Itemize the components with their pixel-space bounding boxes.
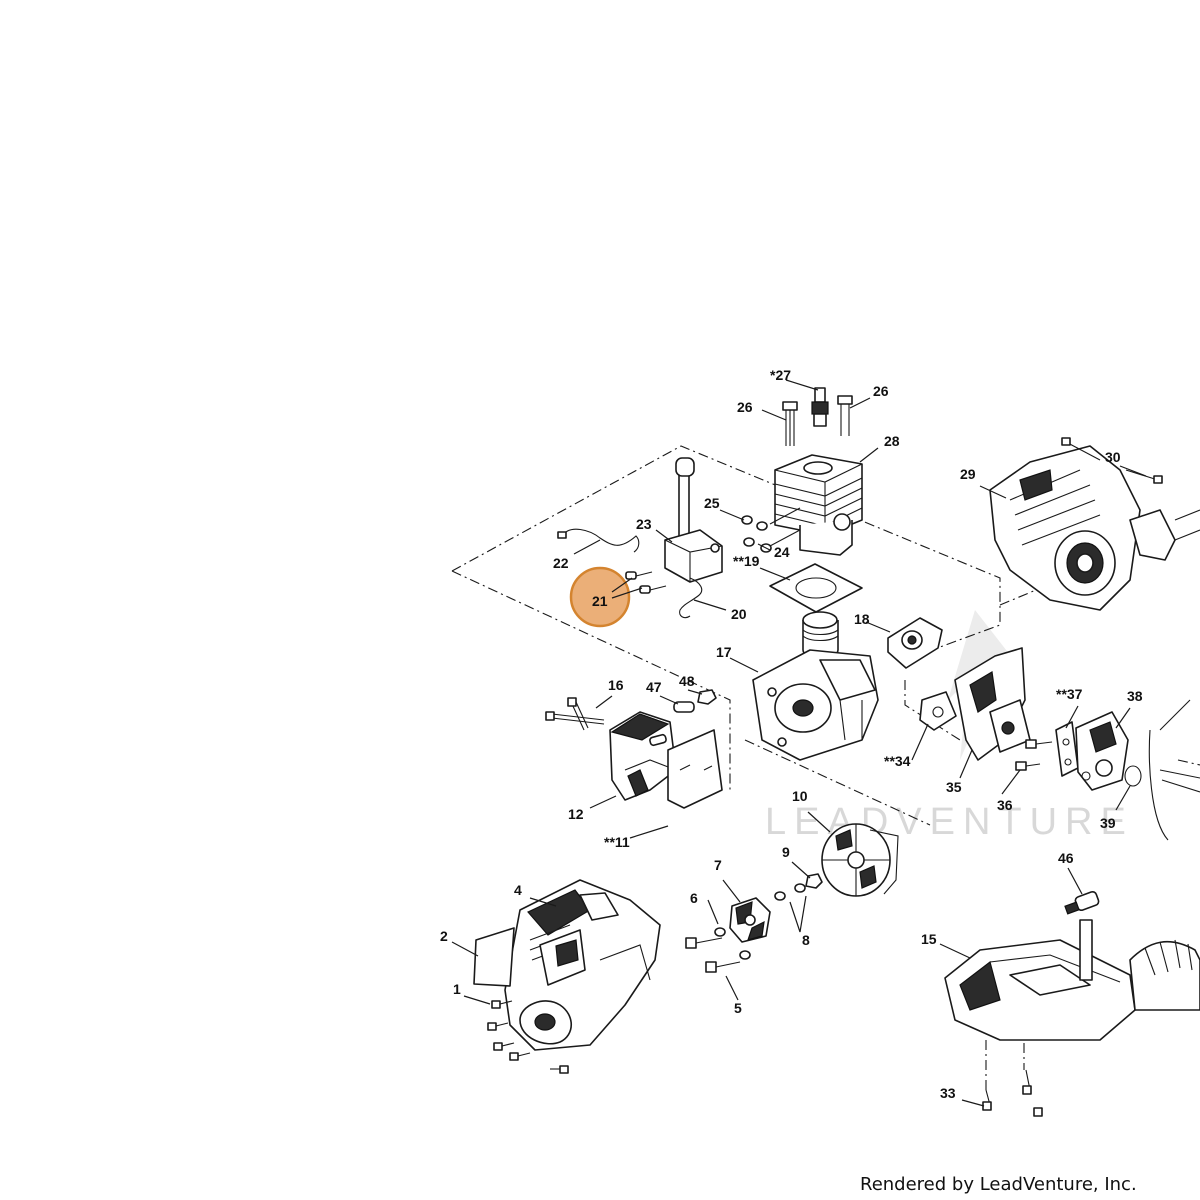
clutch-assembly xyxy=(729,897,771,943)
label-20: 20 xyxy=(731,606,747,622)
flywheel xyxy=(821,823,899,897)
label-35: 35 xyxy=(946,779,962,795)
label-21: 21 xyxy=(592,593,608,609)
label-29: 29 xyxy=(960,466,976,482)
fuel-tank xyxy=(944,919,1200,1041)
spark-plug xyxy=(811,387,829,427)
label-8: 8 xyxy=(802,932,810,948)
label-18: 18 xyxy=(854,611,870,627)
cylinder-gasket xyxy=(769,563,863,613)
housing-screws xyxy=(487,1000,569,1074)
render-credit: Rendered by LeadVenture, Inc. xyxy=(860,1174,1137,1195)
label-22: 22 xyxy=(553,555,569,571)
ignition-coil xyxy=(664,457,723,583)
label-16: 16 xyxy=(608,677,624,693)
label-38: 38 xyxy=(1127,688,1143,704)
leader-lines xyxy=(451,379,1147,1107)
label-12: 12 xyxy=(568,806,584,822)
label-15: 15 xyxy=(921,931,937,947)
label-7: 7 xyxy=(714,857,722,873)
label-26-left: 26 xyxy=(737,399,753,415)
carb-bolts-36 xyxy=(1015,739,1053,771)
label-27: *27 xyxy=(770,367,791,383)
clutch-washers xyxy=(714,927,751,960)
watermark-text: LEADVENTURE xyxy=(765,801,1134,843)
ground-wire xyxy=(679,577,703,619)
label-6: 6 xyxy=(690,890,698,906)
label-23: 23 xyxy=(636,516,652,532)
label-36: 36 xyxy=(997,797,1013,813)
callout-labels: *27 26 26 28 25 24 **19 23 22 20 18 17 1… xyxy=(440,367,1143,1101)
ignition-lead-wire xyxy=(557,528,640,553)
label-5: 5 xyxy=(734,1000,742,1016)
air-filter-base xyxy=(954,647,1031,761)
label-19: **19 xyxy=(733,553,760,569)
label-26-right: 26 xyxy=(873,383,889,399)
label-25: 25 xyxy=(704,495,720,511)
muffler-bolts xyxy=(545,697,605,731)
clutch-bolts xyxy=(685,937,741,973)
flywheel-washers xyxy=(774,883,806,901)
cylinder xyxy=(774,454,863,556)
label-28: 28 xyxy=(884,433,900,449)
label-10: 10 xyxy=(792,788,808,804)
muffler xyxy=(609,711,677,801)
cylinder-bolt-left xyxy=(782,401,798,446)
label-2: 2 xyxy=(440,928,448,944)
label-11: **11 xyxy=(604,834,630,850)
label-4: 4 xyxy=(514,882,522,898)
label-46: 46 xyxy=(1058,850,1074,866)
label-24: 24 xyxy=(774,544,790,560)
coil-screws-21 xyxy=(625,571,667,594)
fan-housing xyxy=(504,879,661,1051)
o-ring xyxy=(1124,765,1142,787)
label-1: 1 xyxy=(453,981,461,997)
label-39: 39 xyxy=(1100,815,1116,831)
label-37: **37 xyxy=(1056,686,1083,702)
crankcase xyxy=(752,649,879,761)
piston xyxy=(802,611,839,659)
label-30: 30 xyxy=(1105,449,1121,465)
label-34: **34 xyxy=(884,753,911,769)
assembly-boundary-lines xyxy=(451,445,1200,1090)
carb-gasket xyxy=(1055,721,1079,777)
highlight-callout-21[interactable]: 21 xyxy=(569,566,643,628)
muffler-pin-and-nut xyxy=(673,689,717,713)
cylinder-bolt-right xyxy=(837,395,853,436)
decal-label xyxy=(473,927,515,987)
starter-housing xyxy=(989,445,1200,611)
label-47: 47 xyxy=(646,679,662,695)
label-48: 48 xyxy=(679,673,695,689)
muffler-gasket xyxy=(667,729,723,809)
label-17: 17 xyxy=(716,644,732,660)
fuel-line-partial xyxy=(1148,699,1200,841)
insulator-gasket xyxy=(919,691,957,731)
tank-fitting-46 xyxy=(1064,890,1100,915)
intake-adapter xyxy=(887,617,943,669)
tank-screws-33 xyxy=(982,1069,1043,1117)
label-9: 9 xyxy=(782,844,790,860)
highlight-circle[interactable] xyxy=(569,566,631,628)
label-33: 33 xyxy=(940,1085,956,1101)
carburetor xyxy=(1075,711,1129,791)
